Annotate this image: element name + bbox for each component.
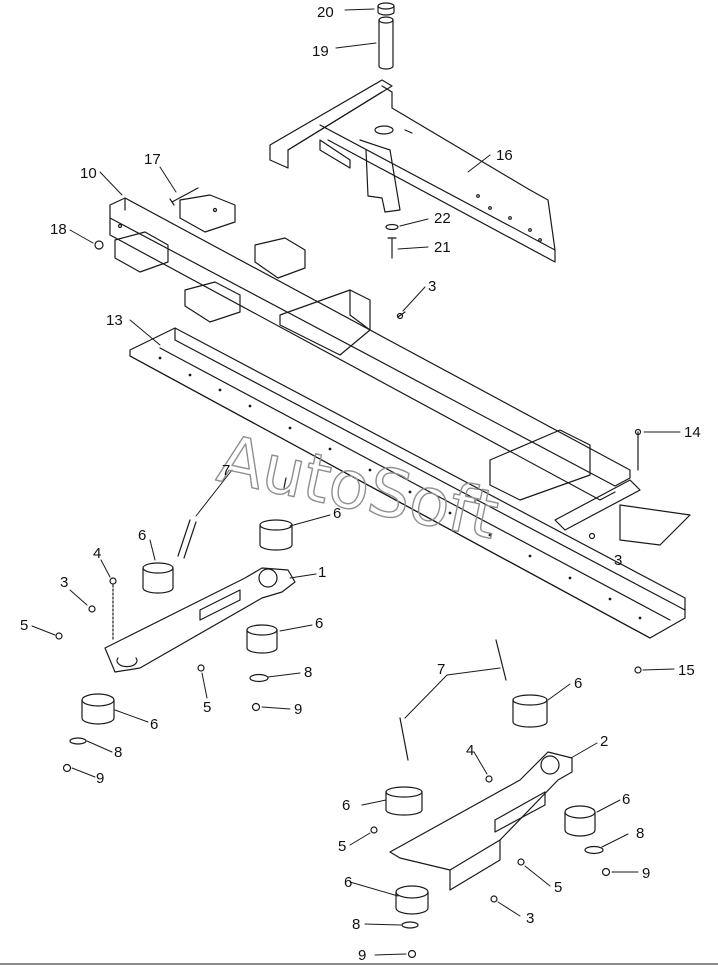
part-6-bushing-h (395, 885, 429, 915)
part-6-bushing-e (512, 694, 548, 728)
callout-5-a: 5 (20, 617, 28, 634)
part-9-nuts-left (62, 702, 261, 773)
callout-6-h: 6 (344, 874, 352, 891)
part-7-bolt-left (177, 477, 287, 559)
callout-6-e: 6 (574, 675, 582, 692)
part-3-bolt-right (588, 532, 596, 540)
callout-9-d: 9 (358, 947, 366, 964)
callout-7-left: 7 (222, 462, 230, 479)
callout-6-b: 6 (333, 505, 341, 522)
callout-8-d: 8 (352, 916, 360, 933)
part-7-bolt-right (399, 639, 507, 761)
part-6-bushing-f (385, 786, 423, 816)
part-6-bushing-g (564, 805, 596, 837)
part-6-bushing-d (81, 693, 115, 725)
part-13-bottom-rail (129, 327, 686, 639)
callout-3-upper: 3 (428, 278, 436, 295)
part-6-bushing-a (142, 562, 174, 594)
callout-15: 15 (678, 662, 695, 679)
callout-6-c: 6 (315, 615, 323, 632)
part-3-bolt-upper (396, 311, 406, 320)
callout-13: 13 (106, 312, 123, 329)
callout-9-c: 9 (642, 865, 650, 882)
part-8-washers-left (69, 673, 269, 745)
part-4-5-3-hardware-right (370, 775, 525, 903)
part-8-washers-right (401, 845, 604, 929)
callout-7-right: 7 (437, 661, 445, 678)
leader-lines (31, 8, 681, 956)
callout-19: 19 (312, 43, 329, 60)
callout-4-right: 4 (466, 742, 474, 759)
callout-5-c: 5 (338, 838, 346, 855)
part-2-arm (389, 751, 573, 891)
callout-21: 21 (434, 239, 451, 256)
callout-9-b: 9 (96, 770, 104, 787)
callout-3-left: 3 (60, 574, 68, 591)
part-15-nut (634, 666, 642, 674)
part-20-cap (377, 2, 395, 16)
callout-4-left: 4 (93, 545, 101, 562)
part-17-bolt (169, 187, 199, 206)
part-19-pin (378, 16, 394, 70)
part-1-arm (104, 567, 296, 673)
callout-5-b: 5 (203, 699, 211, 716)
callout-17: 17 (144, 151, 161, 168)
callout-8-a: 8 (304, 664, 312, 681)
callout-6-d: 6 (150, 716, 158, 733)
part-22-washer (385, 223, 399, 231)
part-4-5-3-hardware-left (55, 577, 205, 672)
callout-8-c: 8 (636, 825, 644, 842)
callout-16: 16 (496, 147, 513, 164)
callout-9-a: 9 (294, 701, 302, 718)
callout-5-d: 5 (554, 879, 562, 896)
callout-2: 2 (600, 733, 608, 750)
callout-1: 1 (318, 564, 326, 581)
callout-3-right: 3 (614, 552, 622, 569)
callout-18: 18 (50, 221, 67, 238)
callout-6-a: 6 (138, 527, 146, 544)
callout-6-g: 6 (622, 791, 630, 808)
part-16-upper-frame (269, 79, 556, 263)
callout-6-f: 6 (342, 797, 350, 814)
part-10-frame-rail (109, 194, 691, 546)
callout-8-b: 8 (114, 744, 122, 761)
part-9-nuts-right (407, 867, 611, 959)
callout-10: 10 (80, 165, 97, 182)
part-6-bushing-b (259, 519, 293, 551)
part-21-bolt (387, 237, 397, 259)
part-18-nut (94, 240, 104, 250)
part-6-bushing-c (246, 624, 278, 654)
callout-14: 14 (684, 424, 701, 441)
watermark-text: AutoSoft (212, 420, 505, 554)
callout-3-bottom: 3 (526, 910, 534, 927)
callout-20: 20 (317, 4, 334, 21)
part-14-bolt (634, 428, 642, 471)
callout-22: 22 (434, 210, 451, 227)
